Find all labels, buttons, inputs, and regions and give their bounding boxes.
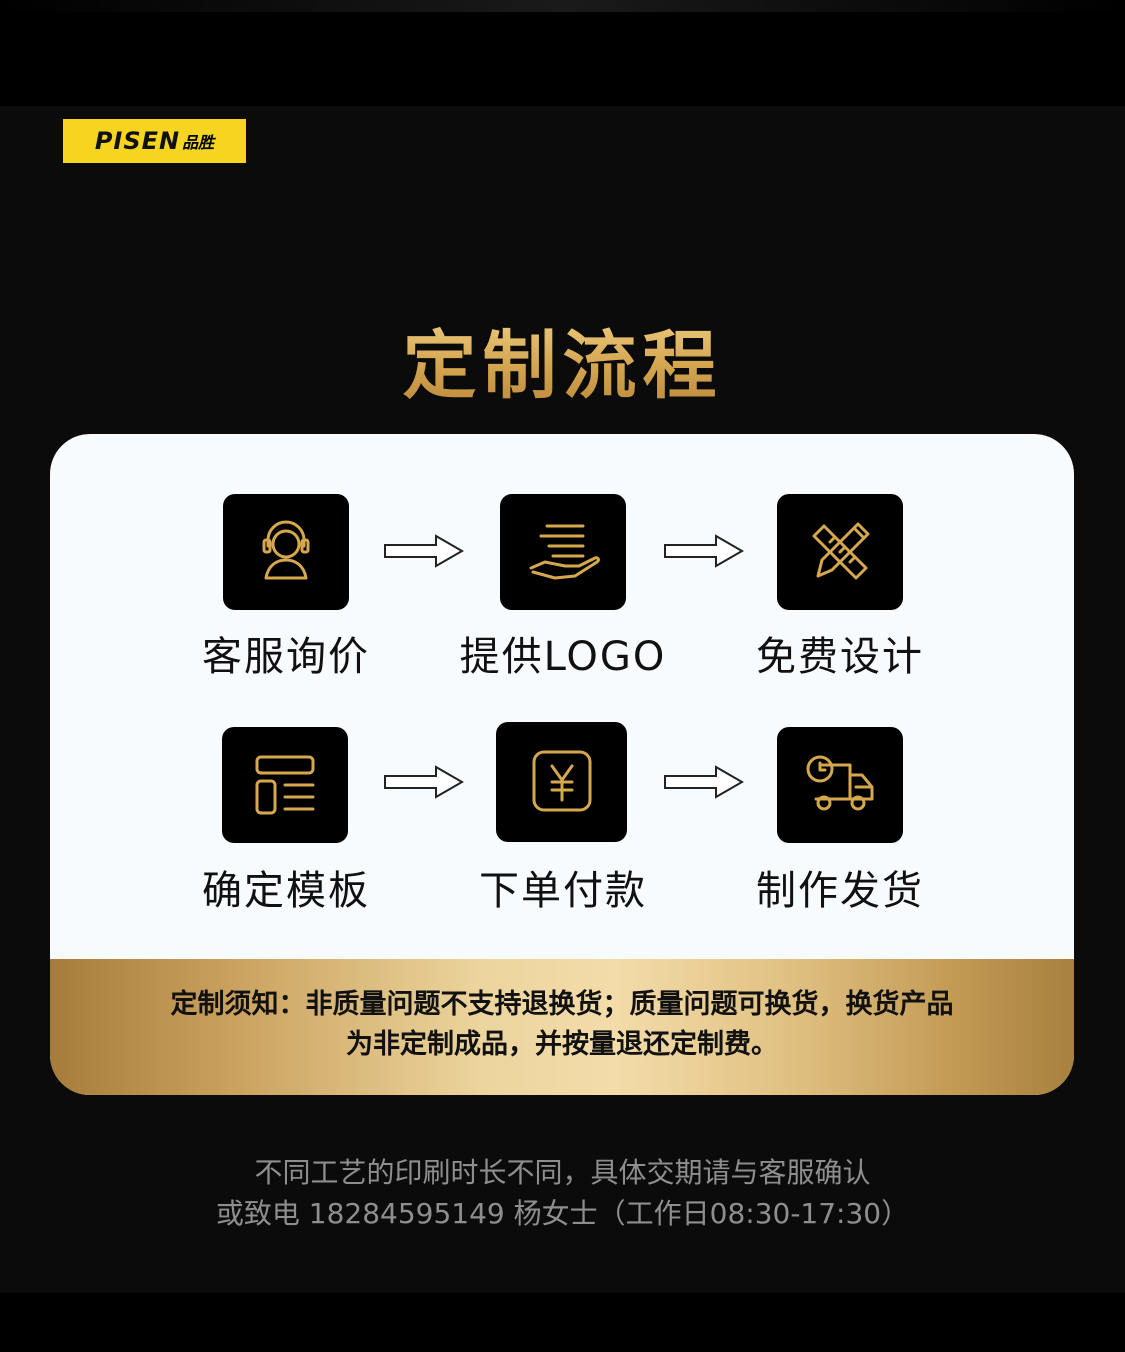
footer-line-1: 不同工艺的印刷时长不同，具体交期请与客服确认 <box>254 1156 871 1189</box>
arrow-right-icon <box>664 765 744 799</box>
top-bar <box>0 0 1125 106</box>
arrow-right-icon <box>664 534 744 568</box>
yen-payment-icon <box>496 722 627 842</box>
footer-line-2: 或致电 18284595149 杨女士（工作日08:30-17:30） <box>215 1197 910 1230</box>
step-label-1: 客服询价 <box>202 634 370 680</box>
step-label-6: 制作发货 <box>756 868 924 914</box>
footer-info: 不同工艺的印刷时长不同，具体交期请与客服确认 或致电 18284595149 杨… <box>0 1152 1125 1234</box>
page-title: 定制流程 <box>0 306 1125 413</box>
arrow-right-icon <box>384 534 464 568</box>
pencil-ruler-icon <box>777 494 903 610</box>
logo-cn-text: 品胜 <box>182 133 215 152</box>
notice-text: 定制须知：非质量问题不支持退换货；质量问题可换货，换货产品 为非定制成品，并按量… <box>120 985 1004 1065</box>
hand-offering-document-icon <box>500 494 626 610</box>
step-label-3: 免费设计 <box>756 634 924 680</box>
arrow-right-icon <box>384 765 464 799</box>
step-label-4: 确定模板 <box>202 868 370 914</box>
customer-service-headset-icon <box>223 494 349 610</box>
logo-text: PISEN <box>94 127 181 155</box>
template-layout-icon <box>222 727 348 843</box>
step-label-5: 下单付款 <box>479 868 647 914</box>
delivery-truck-clock-icon <box>777 727 903 843</box>
bottom-bar <box>0 1293 1125 1352</box>
notice-line-1: 定制须知：非质量问题不支持退换货；质量问题可换货，换货产品 <box>170 989 954 1020</box>
notice-line-2: 为非定制成品，并按量退还定制费。 <box>346 1029 778 1060</box>
notice-banner: 定制须知：非质量问题不支持退换货；质量问题可换货，换货产品 为非定制成品，并按量… <box>50 959 1074 1095</box>
pisen-logo: PISEN 品胜 <box>63 119 246 163</box>
step-label-2: 提供LOGO <box>459 634 667 680</box>
process-card: 客服询价 提供LOGO 免费设计 <box>50 434 1074 1095</box>
top-strip <box>0 0 1125 12</box>
